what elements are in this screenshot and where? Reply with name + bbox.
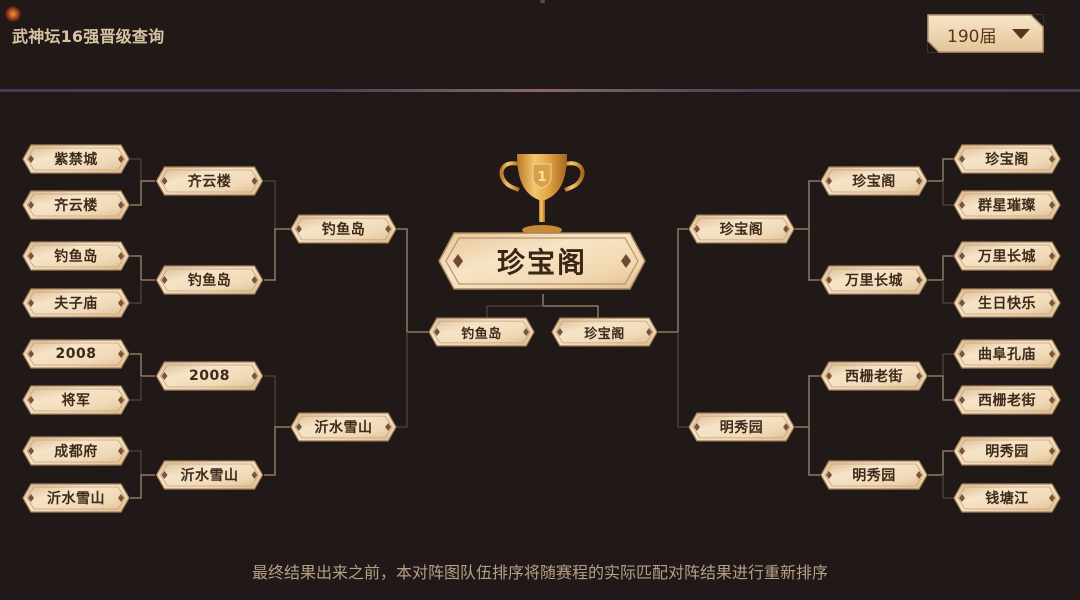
- champion-banner[interactable]: 珍宝阁: [438, 232, 646, 290]
- top-decoration: [540, 0, 545, 3]
- left-r16-team-2[interactable]: 齐云楼: [22, 190, 130, 220]
- right-r16-team-2[interactable]: 群星璀璨: [953, 190, 1061, 220]
- left-qf-team-1[interactable]: 齐云楼: [155, 166, 264, 196]
- right-qf-team-2[interactable]: 万里长城: [820, 265, 928, 295]
- final-right-team[interactable]: 珍宝阁: [551, 317, 658, 347]
- left-sf-team-1[interactable]: 钓鱼岛: [290, 214, 397, 244]
- right-r16-team-1[interactable]: 珍宝阁: [953, 144, 1061, 174]
- footer-note: 最终结果出来之前，本对阵图队伍排序将随赛程的实际匹配对阵结果进行重新排序: [251, 563, 828, 582]
- left-r16-team-6[interactable]: 将军: [22, 385, 130, 415]
- right-qf-team-1[interactable]: 珍宝阁: [820, 166, 928, 196]
- right-r16-team-4[interactable]: 生日快乐: [953, 288, 1061, 318]
- right-sf-team-1[interactable]: 珍宝阁: [688, 214, 795, 244]
- season-value: 190届: [947, 27, 997, 47]
- left-qf-team-2[interactable]: 钓鱼岛: [155, 265, 264, 295]
- trophy-icon: 1: [499, 154, 585, 235]
- right-sf-team-2[interactable]: 明秀园: [688, 412, 795, 442]
- right-r16-team-5[interactable]: 曲阜孔庙: [953, 339, 1061, 369]
- right-r16-team-8[interactable]: 钱塘江: [953, 483, 1061, 513]
- left-r16-team-4[interactable]: 夫子庙: [22, 288, 130, 318]
- page-title: 武神坛16强晋级查询: [12, 27, 165, 46]
- right-r16-team-6[interactable]: 西栅老街: [953, 385, 1061, 415]
- left-r16-team-8[interactable]: 沂水雪山: [22, 483, 130, 513]
- final-left-team[interactable]: 钓鱼岛: [428, 317, 535, 347]
- right-qf-team-4[interactable]: 明秀园: [820, 460, 928, 490]
- right-qf-team-3[interactable]: 西栅老街: [820, 361, 928, 391]
- champion-name: 珍宝阁: [496, 246, 587, 279]
- left-r16-team-5[interactable]: 2008: [22, 339, 130, 369]
- left-r16-team-3[interactable]: 钓鱼岛: [22, 241, 130, 271]
- left-sf-team-2[interactable]: 沂水雪山: [290, 412, 397, 442]
- left-r16-team-1[interactable]: 紫禁城: [22, 144, 130, 174]
- header-divider: [0, 89, 1080, 92]
- dropdown-frame: [927, 14, 1044, 53]
- trophy-rank: 1: [537, 170, 546, 185]
- left-qf-team-4[interactable]: 沂水雪山: [155, 460, 264, 490]
- chevron-down-icon: [1012, 29, 1030, 39]
- right-r16-team-7[interactable]: 明秀园: [953, 436, 1061, 466]
- ember-decoration: [5, 6, 21, 22]
- right-r16-team-3[interactable]: 万里长城: [953, 241, 1061, 271]
- left-r16-team-7[interactable]: 成都府: [22, 436, 130, 466]
- left-qf-team-3[interactable]: 2008: [155, 361, 264, 391]
- season-dropdown[interactable]: 190届: [927, 14, 1044, 53]
